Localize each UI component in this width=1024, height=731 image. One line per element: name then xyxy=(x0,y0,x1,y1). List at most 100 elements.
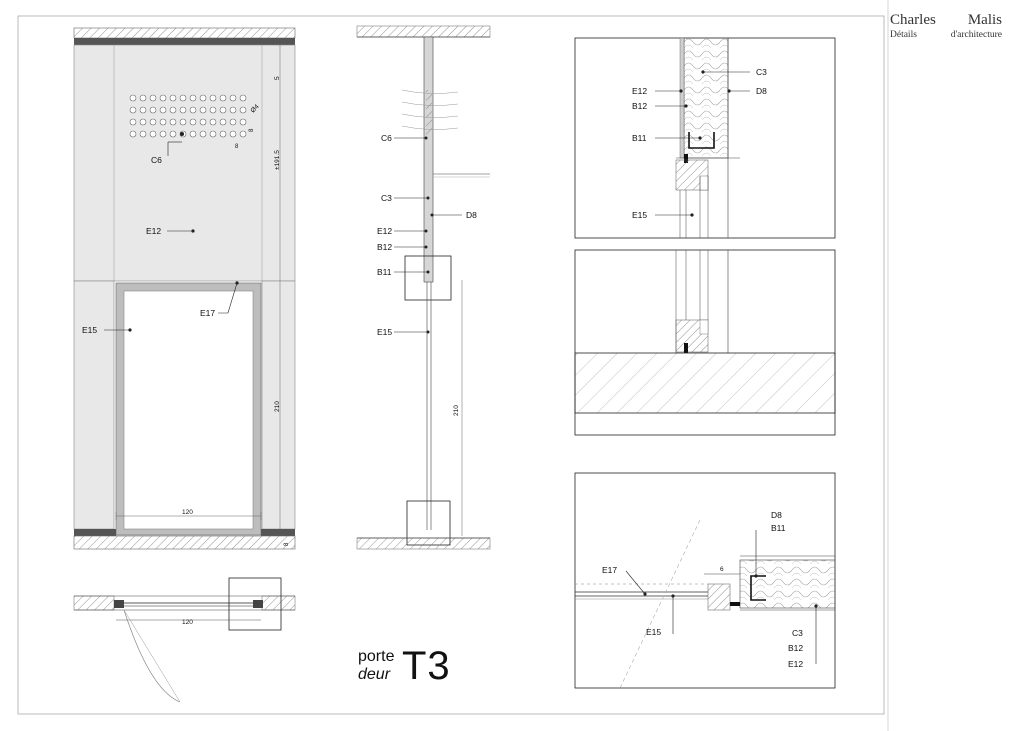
brand-last-name: Malis xyxy=(967,12,1002,28)
brand-block: Charles Malis Détails d'architecture xyxy=(890,12,1020,40)
vent-hole xyxy=(149,106,157,114)
elev-label-c6: C6 xyxy=(151,155,162,165)
vent-hole xyxy=(239,94,247,102)
vent-hole xyxy=(199,106,207,114)
vent-hole xyxy=(239,106,247,114)
lower-panel-right xyxy=(261,280,296,530)
vent-hole xyxy=(149,94,157,102)
detail-head xyxy=(574,37,836,239)
dim-door-width: 120 xyxy=(182,509,193,516)
vent-hole xyxy=(199,130,207,138)
jamb-label-c3: C3 xyxy=(792,628,803,638)
sec-label-e15: E15 xyxy=(377,327,392,337)
jamb-label-b12: B12 xyxy=(788,643,803,653)
vent-hole xyxy=(179,106,187,114)
dim-hole-pitch-h: 8 xyxy=(235,144,239,150)
plan-detail-callout xyxy=(228,577,282,631)
head-label-b11: B11 xyxy=(632,133,647,143)
lower-panel-left xyxy=(73,280,115,530)
vent-hole xyxy=(169,106,177,114)
vent-hole xyxy=(189,106,197,114)
vent-hole xyxy=(169,118,177,126)
brand-name: Charles Malis xyxy=(890,12,1002,29)
floor-band-right xyxy=(261,529,295,536)
elevation-view xyxy=(73,27,296,550)
brand-subtitle: Détails d'architecture xyxy=(890,30,1002,40)
sec-dim-door-height: 210 xyxy=(453,405,460,416)
section-view xyxy=(356,25,491,550)
vent-hole xyxy=(209,106,217,114)
sec-label-e12: E12 xyxy=(377,226,392,236)
vent-hole xyxy=(219,118,227,126)
sec-label-c6: C6 xyxy=(381,133,392,143)
vent-hole xyxy=(149,130,157,138)
dim-panel-height: ±191.5 xyxy=(274,150,281,170)
vent-hole xyxy=(209,130,217,138)
elev-label-e12: E12 xyxy=(146,226,161,236)
vent-hole xyxy=(219,106,227,114)
vent-hole xyxy=(169,130,177,138)
jamb-label-d8: D8 xyxy=(771,510,782,520)
vent-hole xyxy=(199,118,207,126)
vent-hole xyxy=(159,130,167,138)
ceiling-band xyxy=(74,38,295,45)
door-leaf xyxy=(123,290,254,530)
jamb-dim: 6 xyxy=(720,566,724,573)
floor-band xyxy=(74,529,116,536)
detail-jamb xyxy=(574,472,836,689)
vent-hole xyxy=(129,130,137,138)
dim-door-height: 210 xyxy=(274,401,281,412)
sec-label-b11: B11 xyxy=(377,267,392,277)
head-label-c3: C3 xyxy=(756,67,767,77)
vent-hole xyxy=(139,94,147,102)
jamb-label-e17: E17 xyxy=(602,565,617,575)
sheet-border xyxy=(17,15,885,715)
vent-hole xyxy=(159,94,167,102)
title-block: porte deur T3 xyxy=(358,644,498,692)
plan-view xyxy=(73,577,296,703)
jamb-label-e15: E15 xyxy=(646,627,661,637)
sec-label-c3: C3 xyxy=(381,193,392,203)
vent-hole xyxy=(209,118,217,126)
vent-hole xyxy=(139,106,147,114)
sec-label-b12: B12 xyxy=(377,242,392,252)
head-label-b12: B12 xyxy=(632,101,647,111)
head-label-e12: E12 xyxy=(632,86,647,96)
vent-hole xyxy=(219,94,227,102)
upper-panel xyxy=(73,44,296,282)
vent-hole xyxy=(139,118,147,126)
ceiling-slab xyxy=(73,27,296,39)
title-code: T3 xyxy=(402,644,451,688)
vent-hole xyxy=(159,118,167,126)
vent-hole xyxy=(239,118,247,126)
vent-hole xyxy=(229,118,237,126)
dim-top-gap: 5 xyxy=(274,76,281,80)
vent-hole xyxy=(149,118,157,126)
vent-hole xyxy=(229,106,237,114)
vent-hole xyxy=(179,94,187,102)
brand-sub-left: Détails xyxy=(890,30,917,40)
head-label-d8: D8 xyxy=(756,86,767,96)
dim-floor: 8 xyxy=(284,542,290,546)
jamb-label-b11: B11 xyxy=(771,523,786,533)
floor-slab xyxy=(73,535,296,550)
dim-hole-pitch-v: 8 xyxy=(249,128,255,132)
vent-hole xyxy=(129,106,137,114)
vent-hole xyxy=(159,106,167,114)
detail-sill xyxy=(574,249,836,436)
jamb-label-e12: E12 xyxy=(788,659,803,669)
vent-hole xyxy=(229,130,237,138)
brand-sub-right: d'architecture xyxy=(950,30,1002,40)
plan-dim-width: 120 xyxy=(182,619,193,626)
vent-hole xyxy=(209,94,217,102)
vent-hole xyxy=(229,94,237,102)
vent-hole xyxy=(199,94,207,102)
elev-label-e15: E15 xyxy=(82,325,97,335)
vent-hole xyxy=(129,118,137,126)
brand-first-name: Charles xyxy=(890,12,936,28)
dim-hole-dia: Ø4 xyxy=(249,103,260,114)
title-dutch: deur xyxy=(358,666,391,683)
head-label-e15: E15 xyxy=(632,210,647,220)
vent-hole xyxy=(189,94,197,102)
